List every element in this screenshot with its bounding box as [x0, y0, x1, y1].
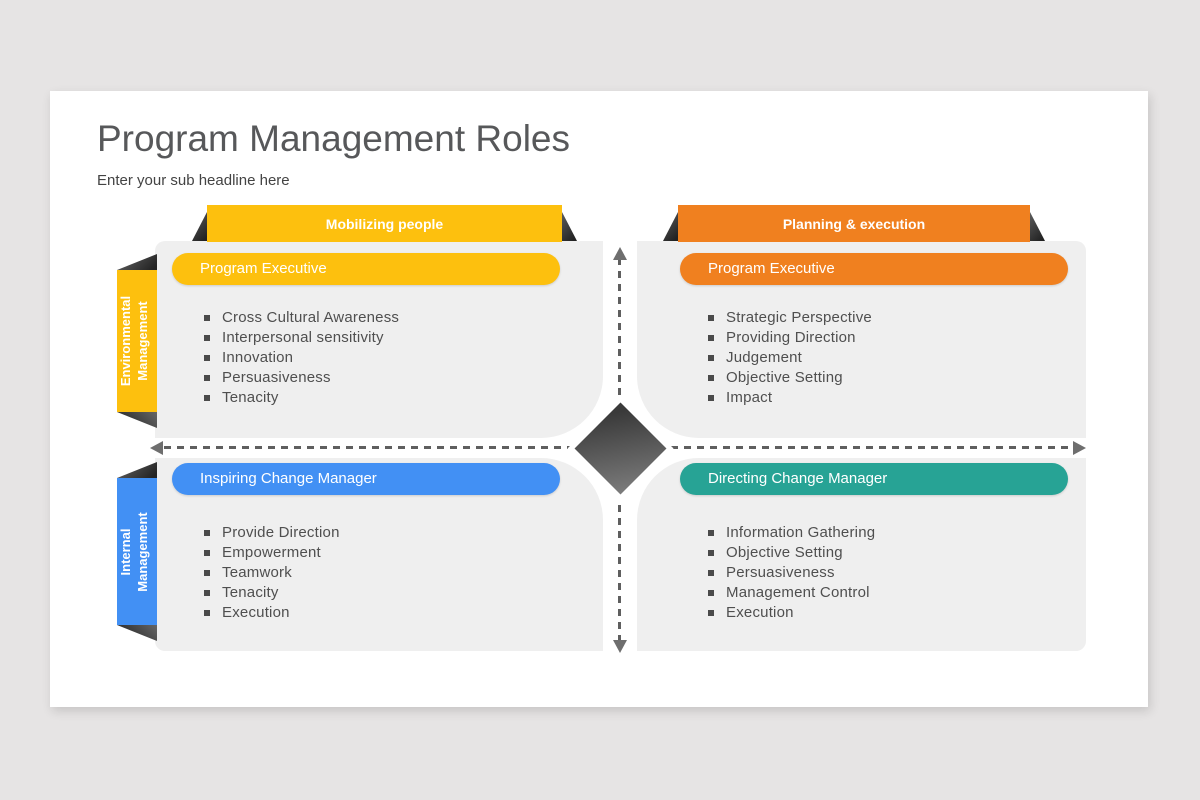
list-item: Interpersonal sensitivity: [204, 328, 399, 348]
bullet-list-bottom-right: Information Gathering Objective Setting …: [708, 523, 875, 623]
list-item: Teamwork: [204, 563, 340, 583]
row-header-label: Internal Management: [118, 511, 150, 592]
row-header-environmental-management: Environmental Management: [117, 270, 157, 412]
axis-arrow-right-icon: [1073, 441, 1086, 455]
list-item: Impact: [708, 388, 872, 408]
column-header-label: Planning & execution: [782, 215, 926, 232]
axis-arrow-left-icon: [150, 441, 163, 455]
list-item: Cross Cultural Awareness: [204, 308, 399, 328]
list-item: Strategic Perspective: [708, 308, 872, 328]
quadrant-title-pill-bottom-right: Directing Change Manager: [680, 463, 1068, 495]
list-item: Execution: [708, 603, 875, 623]
row-header-label: Environmental Management: [118, 295, 150, 387]
list-item: Objective Setting: [708, 543, 875, 563]
list-item: Innovation: [204, 348, 399, 368]
bullet-list-top-left: Cross Cultural Awareness Interpersonal s…: [204, 308, 399, 408]
quadrant-title-pill-top-left: Program Executive: [172, 253, 560, 285]
list-item: Persuasiveness: [204, 368, 399, 388]
axis-arrow-up-icon: [613, 247, 627, 260]
column-header-planning-execution: Planning & execution: [678, 205, 1030, 242]
column-header-mobilizing-people: Mobilizing people: [207, 205, 562, 242]
list-item: Tenacity: [204, 583, 340, 603]
axis-arrow-down-icon: [613, 640, 627, 653]
list-item: Information Gathering: [708, 523, 875, 543]
list-item: Execution: [204, 603, 340, 623]
list-item: Empowerment: [204, 543, 340, 563]
quadrant-title-pill-top-right: Program Executive: [680, 253, 1068, 285]
slide-subtitle: Enter your sub headline here: [97, 172, 290, 189]
list-item: Tenacity: [204, 388, 399, 408]
column-header-label: Mobilizing people: [325, 215, 444, 232]
list-item: Objective Setting: [708, 368, 872, 388]
row-header-internal-management: Internal Management: [117, 478, 157, 625]
list-item: Providing Direction: [708, 328, 872, 348]
bullet-list-top-right: Strategic Perspective Providing Directio…: [708, 308, 872, 408]
slide-title: Program Management Roles: [97, 118, 570, 159]
quadrant-title-pill-bottom-left: Inspiring Change Manager: [172, 463, 560, 495]
list-item: Provide Direction: [204, 523, 340, 543]
list-item: Persuasiveness: [708, 563, 875, 583]
list-item: Judgement: [708, 348, 872, 368]
bullet-list-bottom-left: Provide Direction Empowerment Teamwork T…: [204, 523, 340, 623]
list-item: Management Control: [708, 583, 875, 603]
